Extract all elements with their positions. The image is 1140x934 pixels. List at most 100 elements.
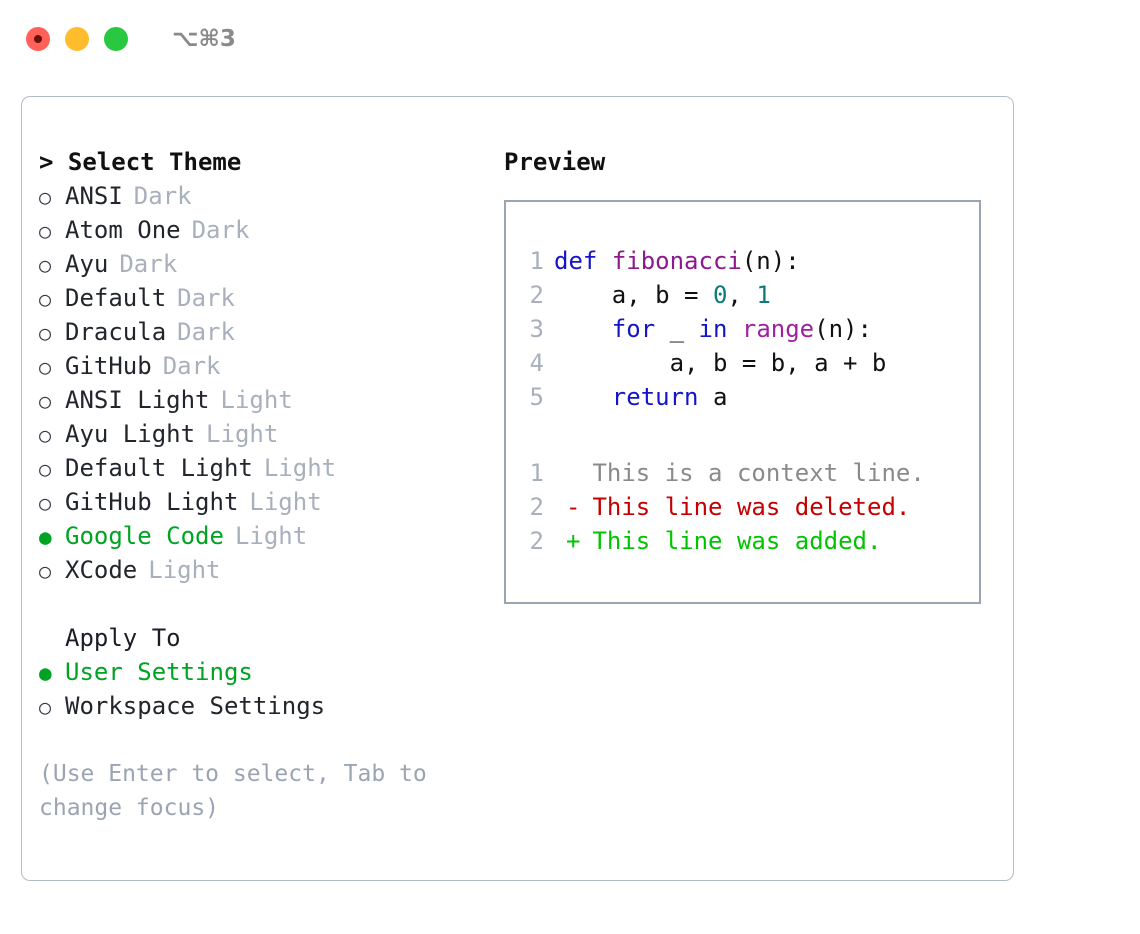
code-token-num: 0 (712, 281, 728, 309)
line-number: 2 (529, 493, 544, 521)
theme-name: Ayu Light (65, 420, 196, 448)
diff-line-text: This is a context line. (592, 459, 925, 487)
code-token-plain: , (727, 281, 757, 309)
apply-to-label: User Settings (65, 658, 253, 686)
theme-option-dracula[interactable]: ○ Dracula Dark (39, 315, 502, 349)
code-token-plain: _ (655, 315, 699, 343)
theme-variant-badge: Dark (177, 318, 235, 346)
theme-variant-badge: Dark (133, 182, 192, 210)
line-number: 4 (529, 349, 544, 377)
minimize-button[interactable] (65, 27, 89, 51)
theme-option-xcode[interactable]: ○ XCode Light (39, 553, 502, 587)
code-line-text: for _ in range(n): (554, 312, 872, 346)
theme-variant-badge: Light (249, 488, 322, 516)
code-line-text: a, b = b, a + b (554, 346, 887, 380)
keyboard-hint-text: (Use Enter to select, Tab to change focu… (39, 761, 427, 821)
preview-heading: Preview (504, 148, 606, 176)
close-button[interactable] (26, 27, 50, 51)
theme-option-ayu[interactable]: ○ Ayu Dark (39, 247, 502, 281)
code-token-plain (554, 315, 612, 343)
theme-name: XCode (65, 556, 138, 584)
apply-to-option-workspace-settings[interactable]: ○ Workspace Settings (39, 689, 502, 723)
diff-marker: + (566, 527, 581, 555)
radio-unselected-icon[interactable]: ○ (39, 457, 52, 481)
line-number: 2 (529, 527, 544, 555)
theme-name: GitHub (65, 352, 152, 380)
keyboard-shortcut-label: ⌥⌘3 (172, 26, 236, 52)
maximize-button[interactable] (104, 27, 128, 51)
theme-name: Dracula (65, 318, 167, 346)
theme-option-ayu-light[interactable]: ○ Ayu Light Light (39, 417, 502, 451)
radio-unselected-icon[interactable]: ○ (39, 253, 52, 277)
code-token-fn: fibonacci (611, 247, 742, 275)
code-token-num: 1 (756, 281, 771, 309)
code-line-text: def fibonacci(n): (554, 244, 800, 278)
theme-variant-badge: Light (220, 386, 293, 414)
line-number: 2 (529, 281, 544, 309)
theme-variant-badge: Dark (119, 250, 178, 278)
radio-unselected-icon[interactable]: ○ (39, 389, 52, 413)
diff-sample: 1 This is a context line.2-This line was… (506, 456, 979, 558)
theme-option-ansi-light[interactable]: ○ ANSI Light Light (39, 383, 502, 417)
code-token-plain (597, 247, 611, 275)
code-line: 5 return a (506, 380, 979, 414)
apply-to-option-user-settings[interactable]: ● User Settings (39, 655, 502, 689)
theme-name: Google Code (65, 522, 224, 550)
line-number: 1 (529, 459, 544, 487)
diff-line-add: 2+This line was added. (506, 524, 979, 558)
radio-unselected-icon[interactable]: ○ (39, 321, 52, 345)
code-line: 2 a, b = 0, 1 (506, 278, 979, 312)
diff-line-text: This line was deleted. (592, 493, 911, 521)
diff-line-del: 2-This line was deleted. (506, 490, 979, 524)
code-line: 4 a, b = b, a + b (506, 346, 979, 380)
radio-selected-icon[interactable]: ● (39, 661, 52, 685)
select-theme-heading: > Select Theme (39, 148, 242, 176)
theme-option-google-code[interactable]: ● Google Code Light (39, 519, 502, 553)
radio-unselected-icon[interactable]: ○ (39, 491, 52, 515)
theme-variant-badge: Light (234, 522, 308, 550)
code-token-kw: in (698, 315, 728, 343)
radio-unselected-icon[interactable]: ○ (39, 185, 52, 209)
code-token-kw: def (554, 247, 598, 275)
code-token-plain: (n): (814, 315, 872, 343)
radio-unselected-icon[interactable]: ○ (39, 423, 52, 447)
theme-name: ANSI Light (65, 386, 210, 414)
diff-marker (554, 456, 592, 490)
apply-to-label: Workspace Settings (65, 692, 326, 720)
radio-unselected-icon[interactable]: ○ (39, 695, 52, 719)
theme-variant-badge: Light (206, 420, 279, 448)
code-token-fn2: range (741, 315, 815, 343)
radio-selected-icon[interactable]: ● (39, 525, 52, 549)
diff-marker: - (566, 493, 581, 521)
code-token-kw: for (611, 315, 656, 343)
diff-line-context: 1 This is a context line. (506, 456, 979, 490)
radio-unselected-icon[interactable]: ○ (39, 219, 52, 243)
code-token-kw: return (611, 383, 699, 411)
code-token-plain: a (698, 383, 728, 411)
theme-name: Ayu (65, 250, 109, 278)
title-bar: ⌥⌘3 (0, 0, 1140, 78)
code-token-plain: a, b = b, a + b (554, 349, 887, 377)
theme-variant-badge: Light (148, 556, 221, 584)
theme-name: Atom One (65, 216, 181, 244)
theme-name: Default (65, 284, 167, 312)
radio-unselected-icon[interactable]: ○ (39, 559, 52, 583)
traffic-light-controls (26, 27, 128, 51)
radio-unselected-icon[interactable]: ○ (39, 355, 52, 379)
apply-to-list[interactable]: ● User Settings ○ Workspace Settings (39, 655, 502, 723)
radio-unselected-icon[interactable]: ○ (39, 287, 52, 311)
code-token-plain (554, 383, 612, 411)
preview-gap (506, 414, 979, 456)
